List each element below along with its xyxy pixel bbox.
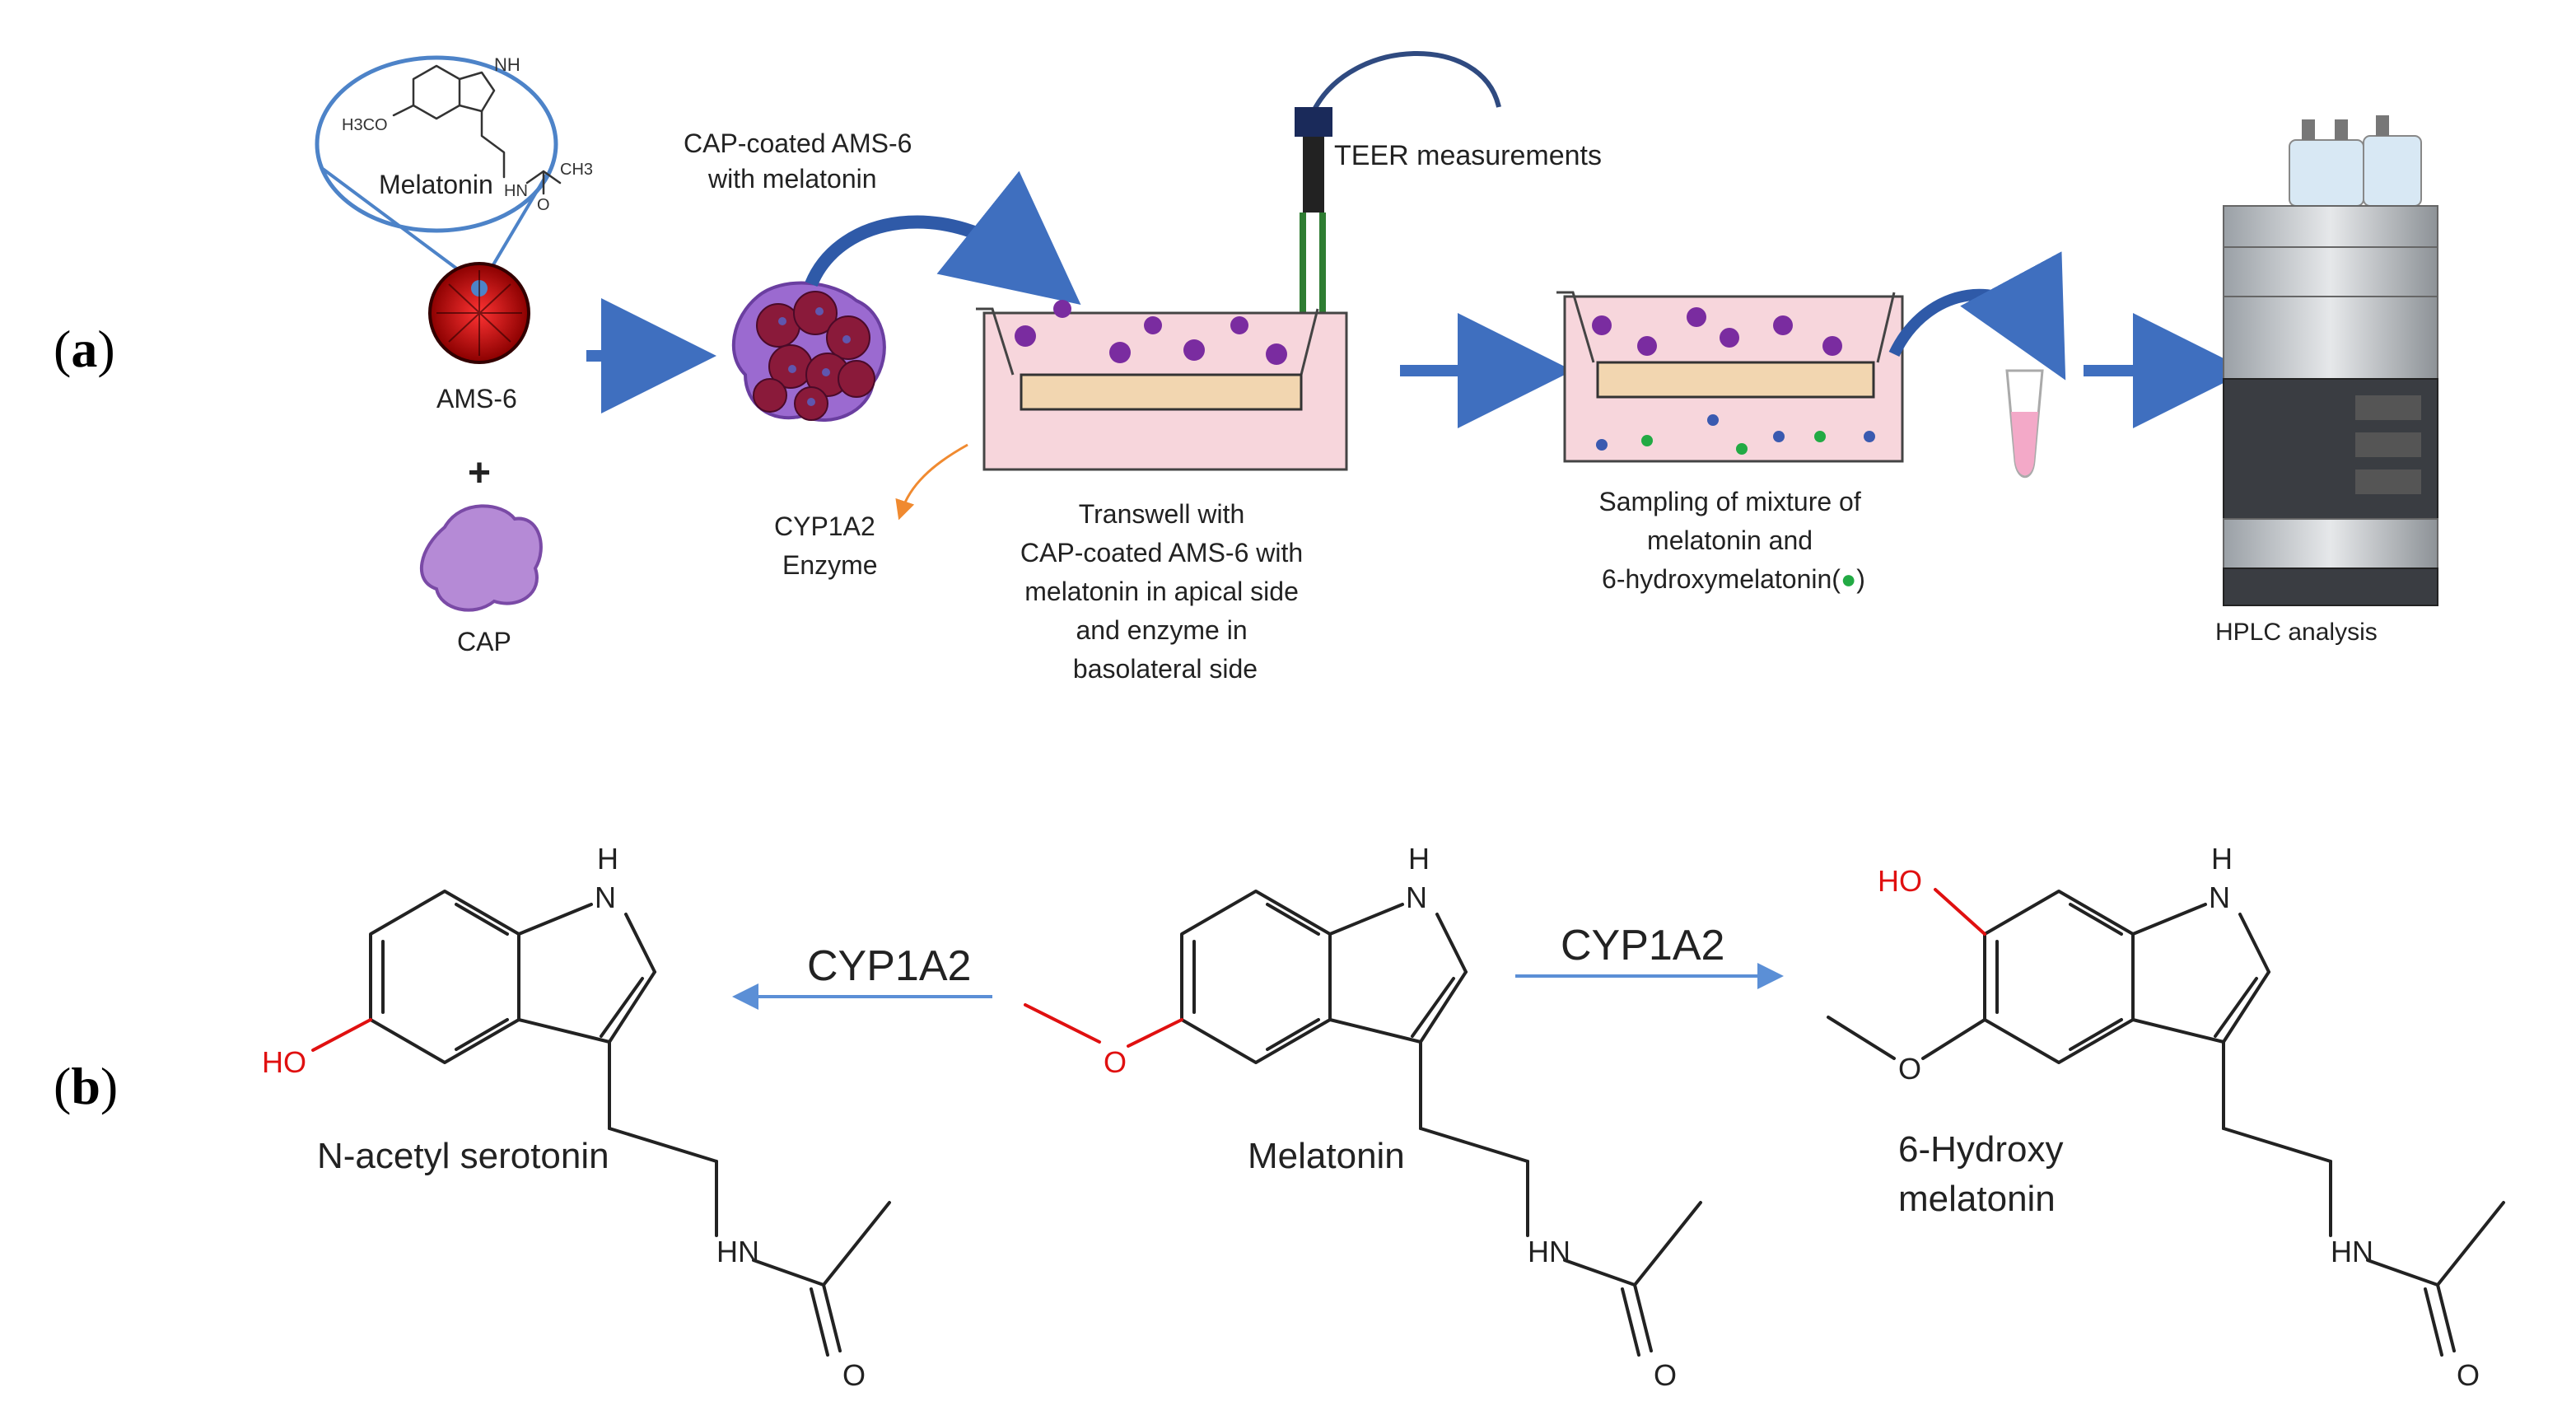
left-h-label: H bbox=[597, 842, 618, 876]
curved-arrow-to-transwell bbox=[805, 170, 1081, 305]
left-hn-label: HN bbox=[716, 1235, 759, 1268]
enzyme-pointer-arrow bbox=[895, 443, 968, 521]
inset-melatonin-name: Melatonin bbox=[379, 170, 493, 199]
inset-ellipse bbox=[315, 55, 558, 233]
panel-b-label: (b) bbox=[54, 1057, 118, 1115]
right-name-line2: melatonin bbox=[1898, 1179, 2056, 1219]
left-ho-label: HO bbox=[262, 1045, 306, 1079]
left-n-label: N bbox=[595, 880, 616, 914]
enzyme-line2: Enzyme bbox=[782, 550, 878, 580]
melatonin-inset: NH H3CO HN CH3 O Melatonin bbox=[315, 54, 593, 286]
cap-coated-cluster bbox=[731, 281, 886, 422]
panel-a-letter: a bbox=[71, 320, 97, 378]
inset-hn-label: HN bbox=[504, 182, 528, 200]
left-o-label: O bbox=[842, 1358, 866, 1392]
cell-monolayer-1 bbox=[1020, 373, 1303, 411]
inset-connector-left bbox=[321, 167, 479, 286]
right-compound-name: 6-Hydroxy melatonin bbox=[1898, 1129, 2074, 1219]
ams6-label: AMS-6 bbox=[436, 384, 517, 413]
hplc-label: HPLC analysis bbox=[2215, 619, 2378, 646]
inset-melatonin-structure bbox=[392, 64, 562, 195]
sampling-line3: 6-hydroxymelatonin(●) bbox=[1602, 564, 1865, 594]
right-h-label: H bbox=[2211, 842, 2233, 876]
cap-coated-line1: CAP-coated AMS-6 bbox=[684, 128, 912, 158]
n-acetyl-serotonin-structure: H N HO HN O N-acetyl serotonin bbox=[262, 842, 891, 1392]
hydroxymelatonin-structure: HO O H N HN O 6-Hydroxy melatonin bbox=[1827, 842, 2505, 1392]
curved-arrow-to-tube bbox=[1888, 251, 2066, 381]
enzyme-right-label: CYP1A2 bbox=[1561, 922, 1724, 969]
transwell-1 bbox=[976, 300, 1348, 471]
center-o-label: O bbox=[1104, 1045, 1127, 1079]
transwell-caption: Transwell with CAP-coated AMS-6 with mel… bbox=[1020, 499, 1310, 684]
enzyme-left-label: CYP1A2 bbox=[807, 942, 971, 990]
sampling-caption: Sampling of mixture of melatonin and 6-h… bbox=[1598, 487, 1868, 594]
melatonin-structure: O H N HN O Melatonin bbox=[1024, 842, 1702, 1392]
sampling-line2: melatonin and bbox=[1647, 525, 1813, 555]
inset-h3co-label: H3CO bbox=[342, 116, 388, 134]
right-hn-label: HN bbox=[2331, 1235, 2373, 1268]
inset-o-label: O bbox=[537, 196, 550, 214]
hplc-instrument bbox=[2223, 115, 2438, 606]
center-hn-label: HN bbox=[1528, 1235, 1570, 1268]
inset-ch3-label: CH3 bbox=[560, 161, 593, 179]
enzyme-line1: CYP1A2 bbox=[774, 511, 875, 541]
panel-b: (b) H N bbox=[54, 842, 2505, 1392]
cap-blob bbox=[420, 504, 543, 612]
center-h-label: H bbox=[1408, 842, 1430, 876]
right-o-label: O bbox=[1898, 1052, 1921, 1086]
panel-a-label: (a) bbox=[54, 320, 115, 378]
sample-tube bbox=[2005, 369, 2044, 479]
cap-label: CAP bbox=[457, 627, 511, 656]
transwell-2 bbox=[1556, 291, 1904, 463]
right-name-line1: 6-Hydroxy bbox=[1898, 1129, 2064, 1170]
panel-a: (a) NH H3CO HN CH3 O Melatonin bbox=[54, 50, 2438, 684]
transwell-line2: CAP-coated AMS-6 with bbox=[1020, 538, 1303, 568]
right-o2-label: O bbox=[2457, 1358, 2480, 1392]
apical-particles-2 bbox=[1592, 307, 1842, 356]
right-n-label: N bbox=[2209, 880, 2230, 914]
sampling-line1: Sampling of mixture of bbox=[1598, 487, 1860, 516]
transwell-line1: Transwell with bbox=[1079, 499, 1245, 529]
cap-coated-line2: with melatonin bbox=[707, 164, 877, 194]
transwell-line5: basolateral side bbox=[1073, 654, 1258, 684]
teer-label: TEER measurements bbox=[1334, 140, 1602, 171]
transwell-line3: melatonin in apical side bbox=[1024, 577, 1299, 606]
melatonin-dots bbox=[1596, 414, 1875, 451]
cell-monolayer-2 bbox=[1596, 361, 1875, 399]
apical-particles-1 bbox=[1015, 300, 1287, 365]
left-compound-name: N-acetyl serotonin bbox=[317, 1136, 609, 1176]
inset-nh-label: NH bbox=[494, 54, 520, 75]
plus-sign: + bbox=[468, 451, 491, 495]
right-ho-label: HO bbox=[1878, 864, 1922, 898]
transwell-line4: and enzyme in bbox=[1076, 615, 1247, 645]
center-o2-label: O bbox=[1654, 1358, 1677, 1392]
enzyme-label: CYP1A2 Enzyme bbox=[774, 511, 883, 580]
center-compound-name: Melatonin bbox=[1248, 1136, 1405, 1176]
hydroxymelatonin-dots bbox=[1641, 431, 1826, 455]
cap-coated-label: CAP-coated AMS-6 with melatonin bbox=[684, 128, 919, 194]
panel-b-letter: b bbox=[71, 1057, 100, 1115]
center-n-label: N bbox=[1406, 880, 1427, 914]
ams6-particle bbox=[428, 262, 530, 364]
